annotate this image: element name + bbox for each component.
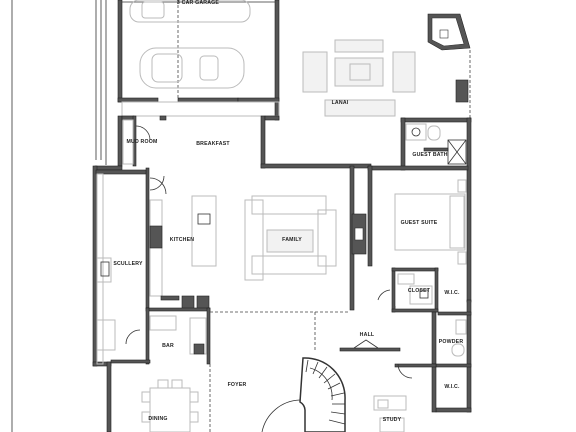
room-label-wic-study: W.I.C. — [444, 384, 460, 390]
room-label-closet: CLOSET — [408, 288, 431, 294]
door-swing — [135, 125, 151, 141]
room-label-guest-suite: GUEST SUITE — [401, 220, 438, 226]
study-furniture — [373, 395, 407, 432]
room-label-dining: DINING — [148, 416, 167, 422]
kitchen-counters — [149, 195, 217, 297]
closet-fixtures — [397, 273, 433, 305]
car-icon — [139, 47, 245, 89]
room-label-lanai: LANAI — [332, 100, 349, 106]
room-label-powder: POWDER — [439, 339, 464, 345]
room-label-mud-room: MUD ROOM — [127, 139, 158, 145]
room-label-family: FAMILY — [282, 237, 302, 243]
door-swing — [149, 177, 167, 195]
powder-fixtures — [451, 319, 467, 357]
grill-station — [427, 13, 471, 51]
door-swing — [397, 363, 413, 379]
garage-area — [117, 0, 280, 121]
door-swing — [149, 175, 165, 191]
room-label-foyer: FOYER — [228, 382, 247, 388]
spiral-staircase — [261, 357, 346, 432]
room-label-wic-guest: W.I.C. — [444, 290, 460, 296]
room-label-breakfast: BREAKFAST — [196, 141, 230, 147]
kitchen-stools — [160, 295, 210, 311]
room-label-scullery: SCULLERY — [113, 261, 143, 267]
room-label-bar: BAR — [162, 343, 174, 349]
room-label-hall: HALL — [360, 332, 375, 338]
dining-table — [141, 379, 199, 432]
car-icon — [129, 0, 251, 23]
lanai-appliance — [455, 79, 469, 103]
room-label-guest-bath: GUEST BATH — [412, 152, 447, 158]
room-label-garage: 3 CAR GARAGE — [177, 0, 220, 6]
door-swing — [125, 329, 141, 345]
room-label-kitchen: KITCHEN — [170, 237, 195, 243]
family-furniture — [244, 195, 367, 281]
guest-suite-furniture — [394, 179, 467, 265]
door-swing — [377, 289, 391, 301]
lanai-furniture — [302, 39, 416, 117]
guest-bath-fixtures — [405, 123, 467, 165]
room-label-study: STUDY — [383, 417, 402, 423]
